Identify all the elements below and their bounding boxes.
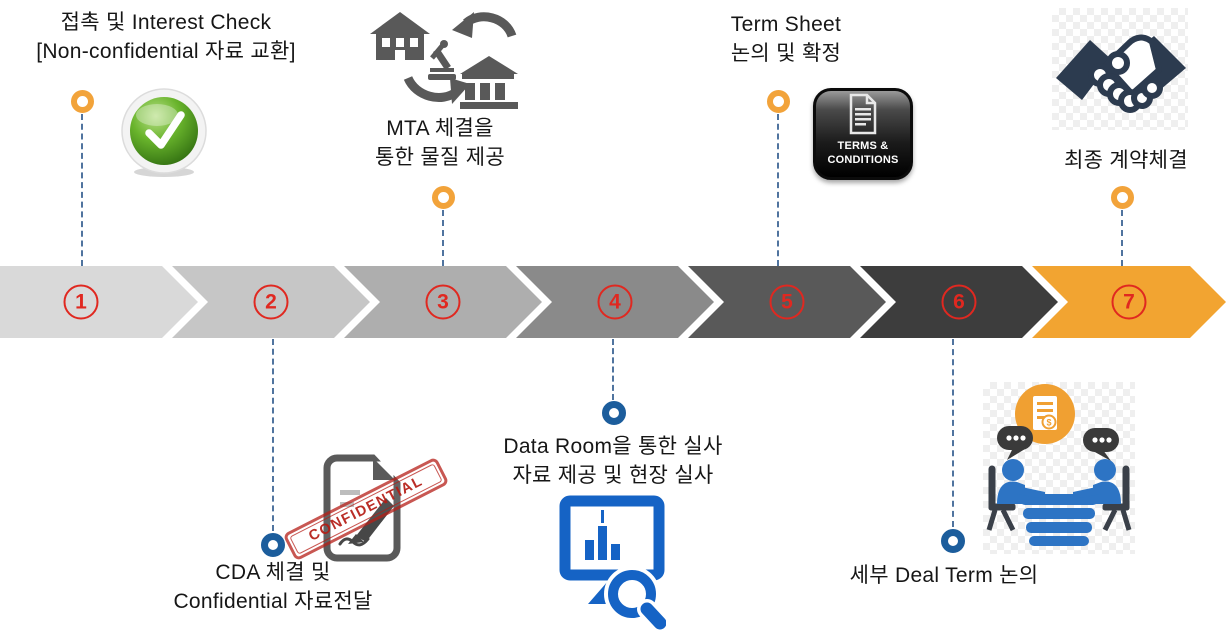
step5-connector-line bbox=[777, 114, 779, 266]
step3-label: MTA 체결을 통한 물질 제공 bbox=[340, 114, 540, 172]
data-room-icon bbox=[558, 494, 672, 635]
step6-label: 세부 Deal Term 논의 bbox=[794, 561, 1094, 590]
step2-label: CDA 체결 및 Confidential 자료전달 bbox=[123, 558, 423, 616]
step5-label: Term Sheet 논의 및 확정 bbox=[686, 10, 886, 68]
process-chevron-5: 5 bbox=[688, 266, 886, 338]
step1-label-line1: 접촉 및 Interest Check bbox=[60, 11, 272, 34]
step7-marker-ring bbox=[1111, 186, 1134, 209]
handshake-icon bbox=[1052, 8, 1188, 130]
terms-conditions-icon: TERMS & CONDITIONS bbox=[813, 88, 913, 180]
step6-marker-ring bbox=[941, 529, 965, 553]
step-number-5: 5 bbox=[769, 284, 805, 320]
step-number-3: 3 bbox=[425, 284, 461, 320]
step3-label-line1: MTA 체결을 bbox=[386, 117, 494, 140]
step4-marker-ring bbox=[602, 401, 626, 425]
speech-bubble-left-icon bbox=[997, 426, 1033, 460]
step1-label: 접촉 및 Interest Check [Non-confidential 자료… bbox=[16, 8, 316, 66]
step2-label-line2: Confidential 자료전달 bbox=[173, 590, 373, 613]
invoice-badge-icon: $ bbox=[1015, 384, 1075, 444]
check-icon bbox=[118, 86, 210, 178]
process-chevron-3: 3 bbox=[344, 266, 542, 338]
step7-connector-line bbox=[1121, 210, 1123, 266]
process-chevron-2: 2 bbox=[172, 266, 370, 338]
step-number-1: 1 bbox=[63, 284, 99, 320]
table-icon bbox=[1020, 494, 1098, 546]
step5-label-line1: Term Sheet bbox=[730, 13, 842, 36]
step-number-4: 4 bbox=[597, 284, 633, 320]
bar-chart-icon bbox=[585, 510, 620, 560]
curved-arrow-left-icon bbox=[452, 12, 517, 38]
step6-connector-line bbox=[952, 339, 954, 527]
step3-label-line2: 통한 물질 제공 bbox=[375, 146, 505, 169]
step1-label-line2: [Non-confidential 자료 교환] bbox=[36, 40, 296, 63]
process-chevron-4: 4 bbox=[516, 266, 714, 338]
step7-label-line1: 최종 계약체결 bbox=[1064, 149, 1188, 172]
chair-right-icon bbox=[1102, 465, 1132, 532]
step4-label-line2: 자료 제공 및 현장 실사 bbox=[512, 464, 714, 487]
step-number-6: 6 bbox=[941, 284, 977, 320]
process-chevron-7: 7 bbox=[1032, 266, 1226, 338]
school-building-icon bbox=[370, 12, 430, 60]
step6-label-line1: 세부 Deal Term 논의 bbox=[849, 564, 1039, 587]
terms-button-line2: CONDITIONS bbox=[827, 154, 899, 166]
meeting-icon: $ bbox=[983, 382, 1135, 554]
step2-marker-ring bbox=[261, 533, 285, 557]
confidential-document-icon: CONFIDENTIAL bbox=[282, 450, 450, 568]
curved-arrow-right-icon bbox=[403, 75, 470, 104]
speech-bubble-right-icon bbox=[1083, 428, 1119, 461]
step4-label: Data Room을 통한 실사 자료 제공 및 현장 실사 bbox=[463, 432, 763, 490]
material-exchange-icon bbox=[368, 4, 520, 110]
process-chevron-6: 6 bbox=[860, 266, 1058, 338]
step7-label: 최종 계약체결 bbox=[1026, 146, 1226, 175]
step3-marker-ring bbox=[432, 186, 455, 209]
document-icon bbox=[849, 93, 877, 135]
step1-marker-ring bbox=[71, 90, 94, 113]
step4-connector-line bbox=[612, 339, 614, 400]
bank-building-icon bbox=[460, 56, 518, 109]
step-number-7: 7 bbox=[1111, 284, 1147, 320]
svg-text:$: $ bbox=[1046, 418, 1051, 428]
step5-label-line2: 논의 및 확정 bbox=[730, 42, 842, 65]
step5-marker-ring bbox=[767, 90, 790, 113]
process-chevron-1: 1 bbox=[0, 266, 198, 338]
person-left-icon bbox=[997, 459, 1045, 504]
step4-label-line1: Data Room을 통한 실사 bbox=[503, 435, 723, 458]
step3-connector-line bbox=[442, 210, 444, 266]
step-number-2: 2 bbox=[253, 284, 289, 320]
magnifier-icon bbox=[604, 566, 672, 635]
step2-connector-line bbox=[272, 339, 274, 531]
microscope-icon bbox=[428, 40, 456, 80]
terms-button-line1: TERMS & bbox=[837, 140, 889, 152]
person-right-icon bbox=[1073, 459, 1121, 504]
step1-connector-line bbox=[81, 114, 83, 266]
step2-label-line1: CDA 체결 및 bbox=[215, 561, 331, 584]
